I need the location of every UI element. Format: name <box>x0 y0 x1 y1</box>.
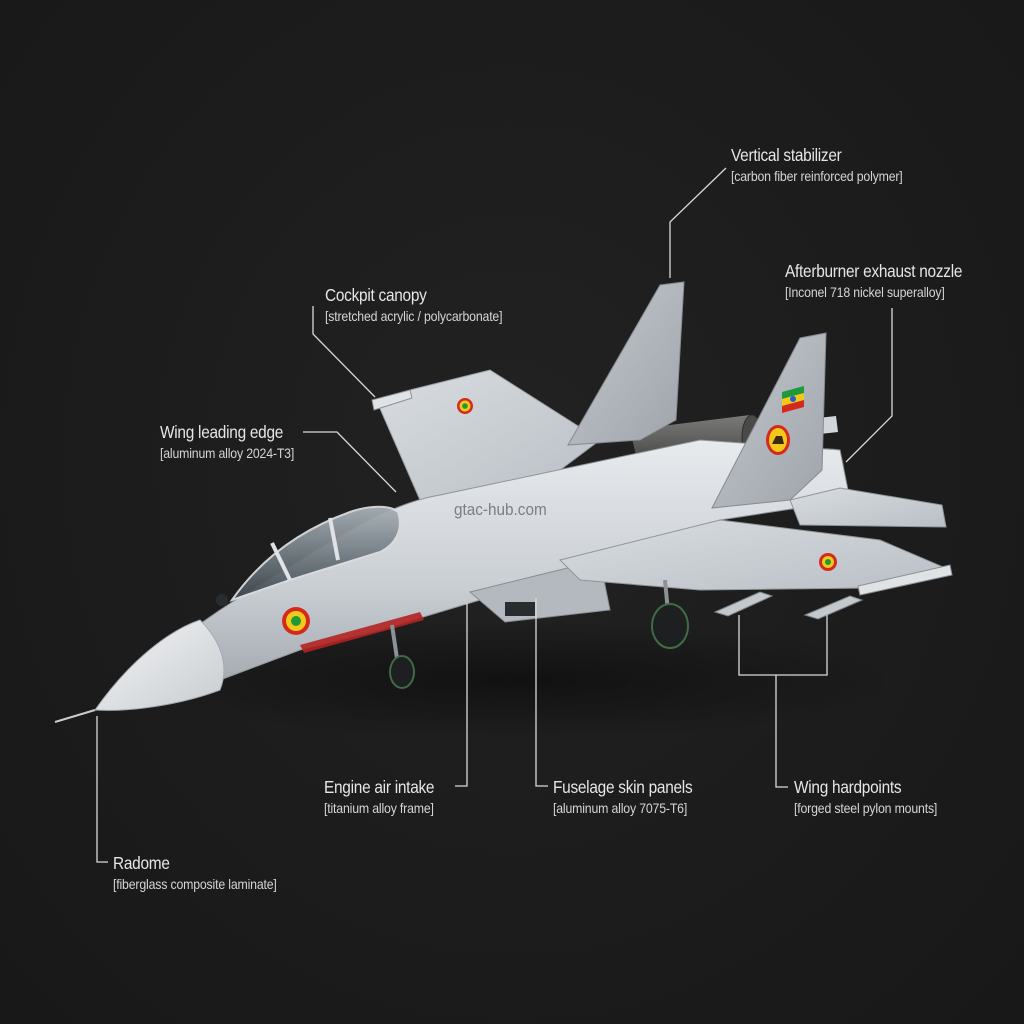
pitot-probe <box>54 709 96 723</box>
callout-fuselage-skin: Fuselage skin panels [aluminum alloy 707… <box>553 777 711 816</box>
callout-material: [forged steel pylon mounts] <box>794 800 938 817</box>
callout-name: Cockpit canopy <box>325 285 427 305</box>
leader-wing-hardpoints <box>775 675 788 788</box>
pylon-1 <box>713 591 774 617</box>
leader-wing-hardpoints-bracket <box>738 615 828 676</box>
callout-material: [Inconel 718 nickel superalloy] <box>785 284 945 301</box>
pylon-2 <box>803 595 864 620</box>
vertical-stabilizers <box>567 281 827 509</box>
callout-engine-air-intake: Engine air intake [titanium alloy frame] <box>324 777 449 816</box>
callout-material: [stretched acrylic / polycarbonate] <box>325 308 503 325</box>
callout-material: [carbon fiber reinforced polymer] <box>731 168 903 185</box>
ground-shadow <box>140 620 900 740</box>
leader-engine-air-intake <box>455 603 468 787</box>
callout-wing-hardpoints: Wing hardpoints [forged steel pylon moun… <box>794 777 957 816</box>
callout-afterburner-nozzle: Afterburner exhaust nozzle [Inconel 718 … <box>785 261 986 300</box>
cockpit-canopy-shape <box>216 505 401 606</box>
callout-name: Vertical stabilizer <box>731 145 842 165</box>
left-wing <box>371 369 601 501</box>
fuselage-roundel <box>282 607 310 635</box>
callout-name: Wing hardpoints <box>794 777 902 797</box>
callout-name: Radome <box>113 853 170 873</box>
landing-gear <box>389 579 689 689</box>
callout-name: Afterburner exhaust nozzle <box>785 261 963 281</box>
intake-opening <box>505 602 535 616</box>
callout-material: [fiberglass composite laminate] <box>113 876 277 893</box>
wingtip-rail <box>371 389 413 411</box>
callout-name: Engine air intake <box>324 777 435 797</box>
radome-shape <box>54 619 225 723</box>
watermark: gtac-hub.com <box>454 500 547 519</box>
callout-name: Fuselage skin panels <box>553 777 693 797</box>
callout-cockpit-canopy: Cockpit canopy [stretched acrylic / poly… <box>325 285 527 324</box>
callout-radome: Radome [fiberglass composite laminate] <box>113 853 299 892</box>
callout-material: [titanium alloy frame] <box>324 800 434 817</box>
fin-roundel <box>766 425 790 455</box>
right-wing <box>559 487 953 620</box>
horizontal-stabilizer <box>789 487 947 528</box>
callout-name: Wing leading edge <box>160 422 284 442</box>
leader-vertical-stabilizer <box>669 167 727 278</box>
leader-lines <box>96 167 893 863</box>
callout-material: [aluminum alloy 7075-T6] <box>553 800 688 817</box>
leader-wing-leading-edge <box>303 431 397 493</box>
leader-cockpit-canopy <box>312 306 376 398</box>
callout-material: [aluminum alloy 2024-T3] <box>160 445 295 462</box>
leader-afterburner-nozzle <box>845 308 893 463</box>
leader-fuselage-skin <box>535 598 548 787</box>
callout-wing-leading-edge: Wing leading edge [aluminum alloy 2024-T… <box>160 422 312 461</box>
fin-flag <box>782 386 804 413</box>
irst-sensor <box>216 594 228 606</box>
callout-vertical-stabilizer: Vertical stabilizer [carbon fiber reinfo… <box>731 145 926 184</box>
leader-radome <box>96 716 108 863</box>
